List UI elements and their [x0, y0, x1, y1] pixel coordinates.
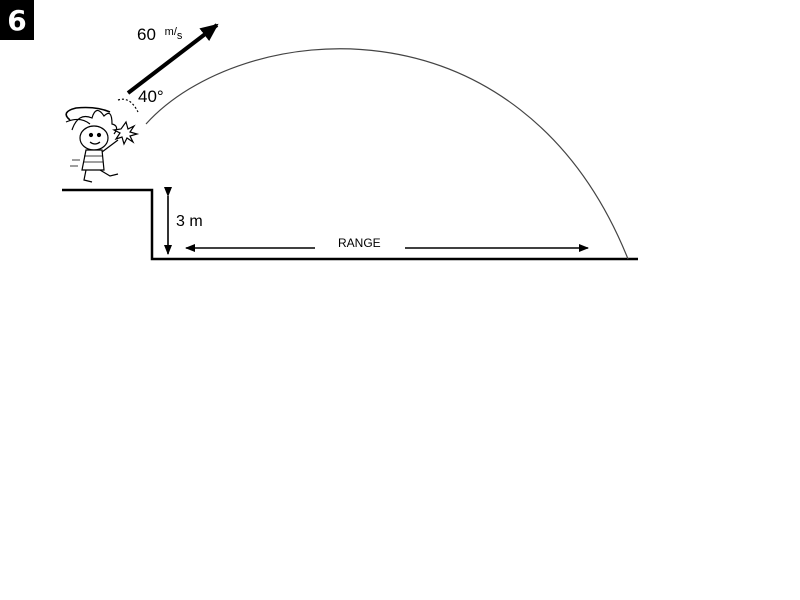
velocity-arrow	[126, 23, 219, 95]
velocity-value: 60	[137, 25, 156, 44]
range-label: RANGE	[338, 236, 381, 250]
problem-number-badge: 6	[0, 0, 34, 40]
ground-profile	[62, 188, 638, 261]
velocity-unit-den: s	[177, 30, 183, 42]
velocity-unit-slash: /	[174, 26, 178, 38]
trajectory-arc	[145, 48, 629, 260]
character-illustration	[65, 98, 140, 183]
angle-label: 40°	[138, 87, 164, 106]
velocity-label: 60 m/s	[137, 25, 183, 44]
height-label: 3 m	[176, 213, 203, 230]
velocity-unit-num: m	[165, 26, 174, 38]
